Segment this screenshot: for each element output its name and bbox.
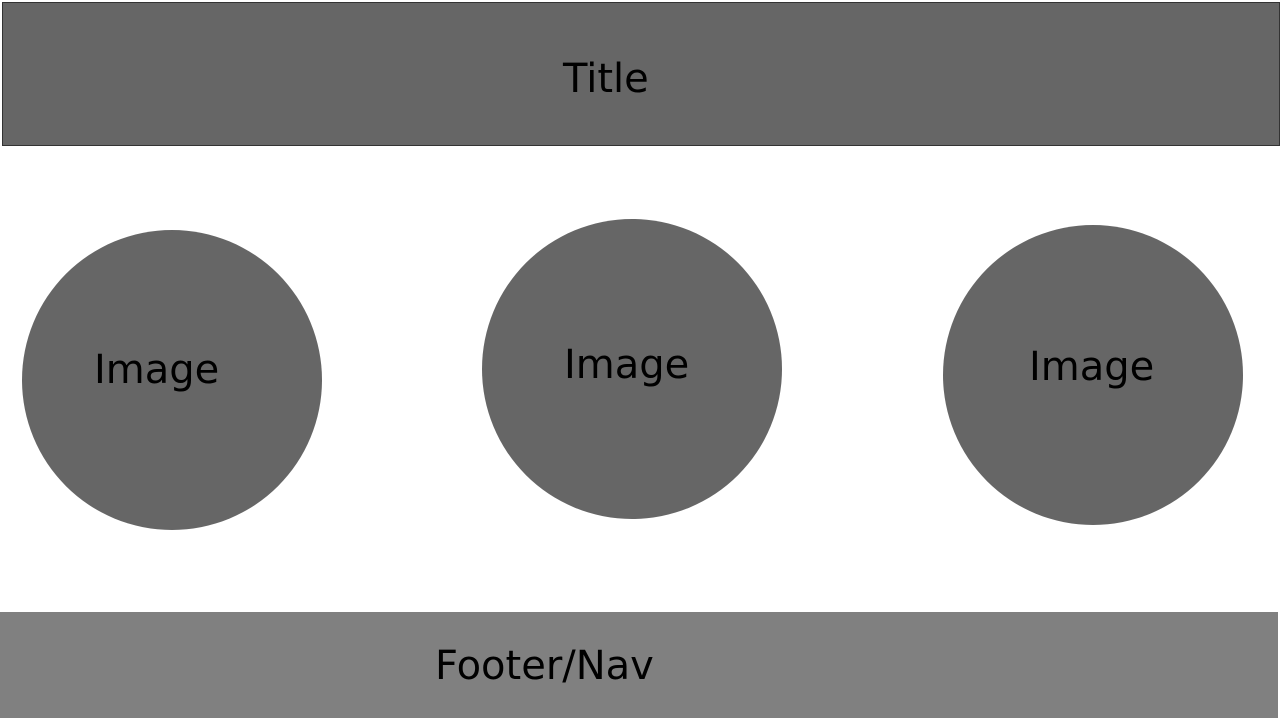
footer-nav-label: Footer/Nav (435, 643, 654, 689)
footer-nav-bar: Footer/Nav (0, 612, 1278, 718)
image-placeholder-3: Image (943, 225, 1243, 525)
image-placeholder-label: Image (94, 347, 220, 393)
image-placeholder-label: Image (1029, 344, 1155, 390)
title-bar: Title (2, 2, 1280, 146)
page-title: Title (563, 56, 649, 102)
image-placeholder-label: Image (564, 342, 690, 388)
image-placeholder-1: Image (22, 230, 322, 530)
image-placeholder-2: Image (482, 219, 782, 519)
